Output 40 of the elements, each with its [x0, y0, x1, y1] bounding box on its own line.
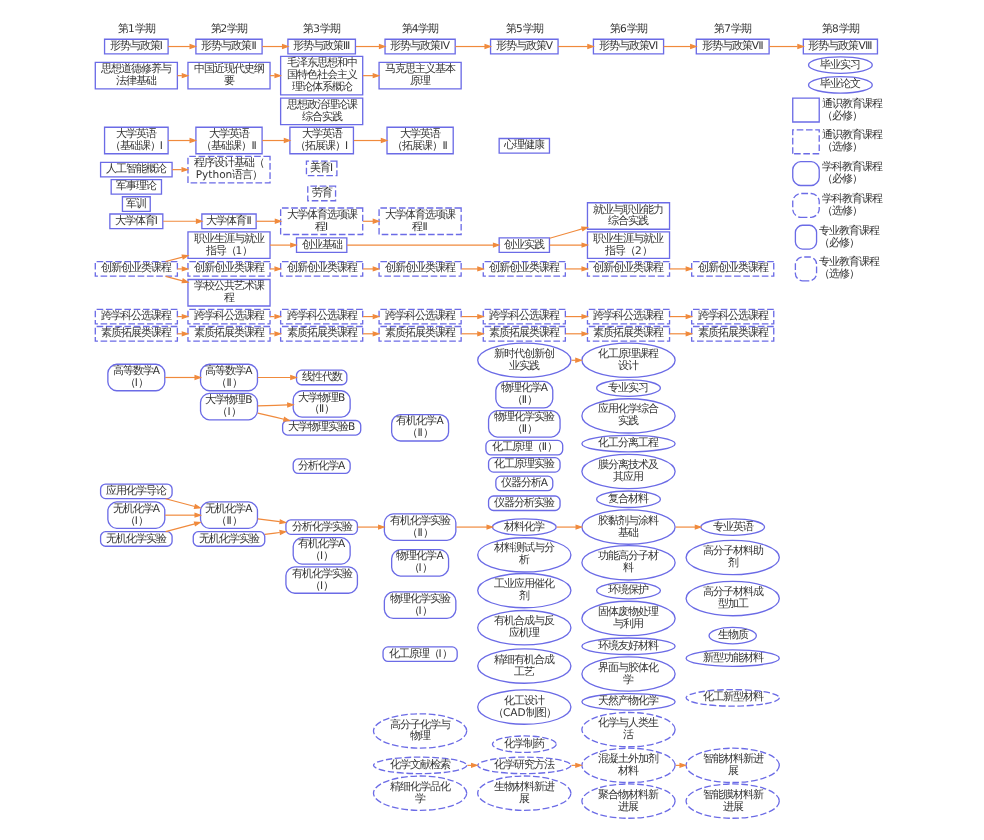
arrow — [668, 266, 693, 272]
arrow — [355, 524, 385, 530]
arrow — [175, 331, 189, 337]
arrow — [175, 72, 189, 79]
arrow — [459, 266, 484, 272]
arrow — [768, 43, 804, 50]
arrow — [166, 137, 197, 144]
arrow — [263, 529, 287, 536]
arrow — [164, 498, 201, 509]
arrow — [164, 521, 201, 533]
arrow — [164, 254, 189, 263]
arrow — [163, 374, 202, 381]
arrow — [662, 43, 697, 50]
arrow — [361, 266, 380, 272]
arrow — [256, 412, 290, 422]
arrow — [175, 266, 189, 272]
arrow — [163, 512, 202, 518]
arrow — [256, 518, 287, 525]
arrow — [453, 43, 492, 50]
arrow — [674, 524, 702, 530]
arrow — [268, 266, 282, 272]
arrow — [260, 137, 291, 144]
arrow — [166, 43, 197, 50]
arrow — [556, 43, 594, 50]
arrow — [454, 524, 494, 530]
arrow — [256, 402, 294, 408]
arrow — [260, 43, 289, 50]
arrow — [175, 313, 189, 320]
arrow — [256, 374, 297, 381]
arrow — [548, 242, 589, 248]
arrow — [354, 43, 386, 50]
arrow — [254, 218, 282, 224]
arrow — [564, 266, 589, 272]
arrow — [352, 137, 388, 144]
arrow — [555, 524, 583, 530]
arrow — [268, 242, 297, 248]
arrow — [345, 242, 500, 248]
arrow — [164, 275, 189, 284]
arrow — [161, 218, 203, 224]
arrow — [548, 226, 589, 239]
